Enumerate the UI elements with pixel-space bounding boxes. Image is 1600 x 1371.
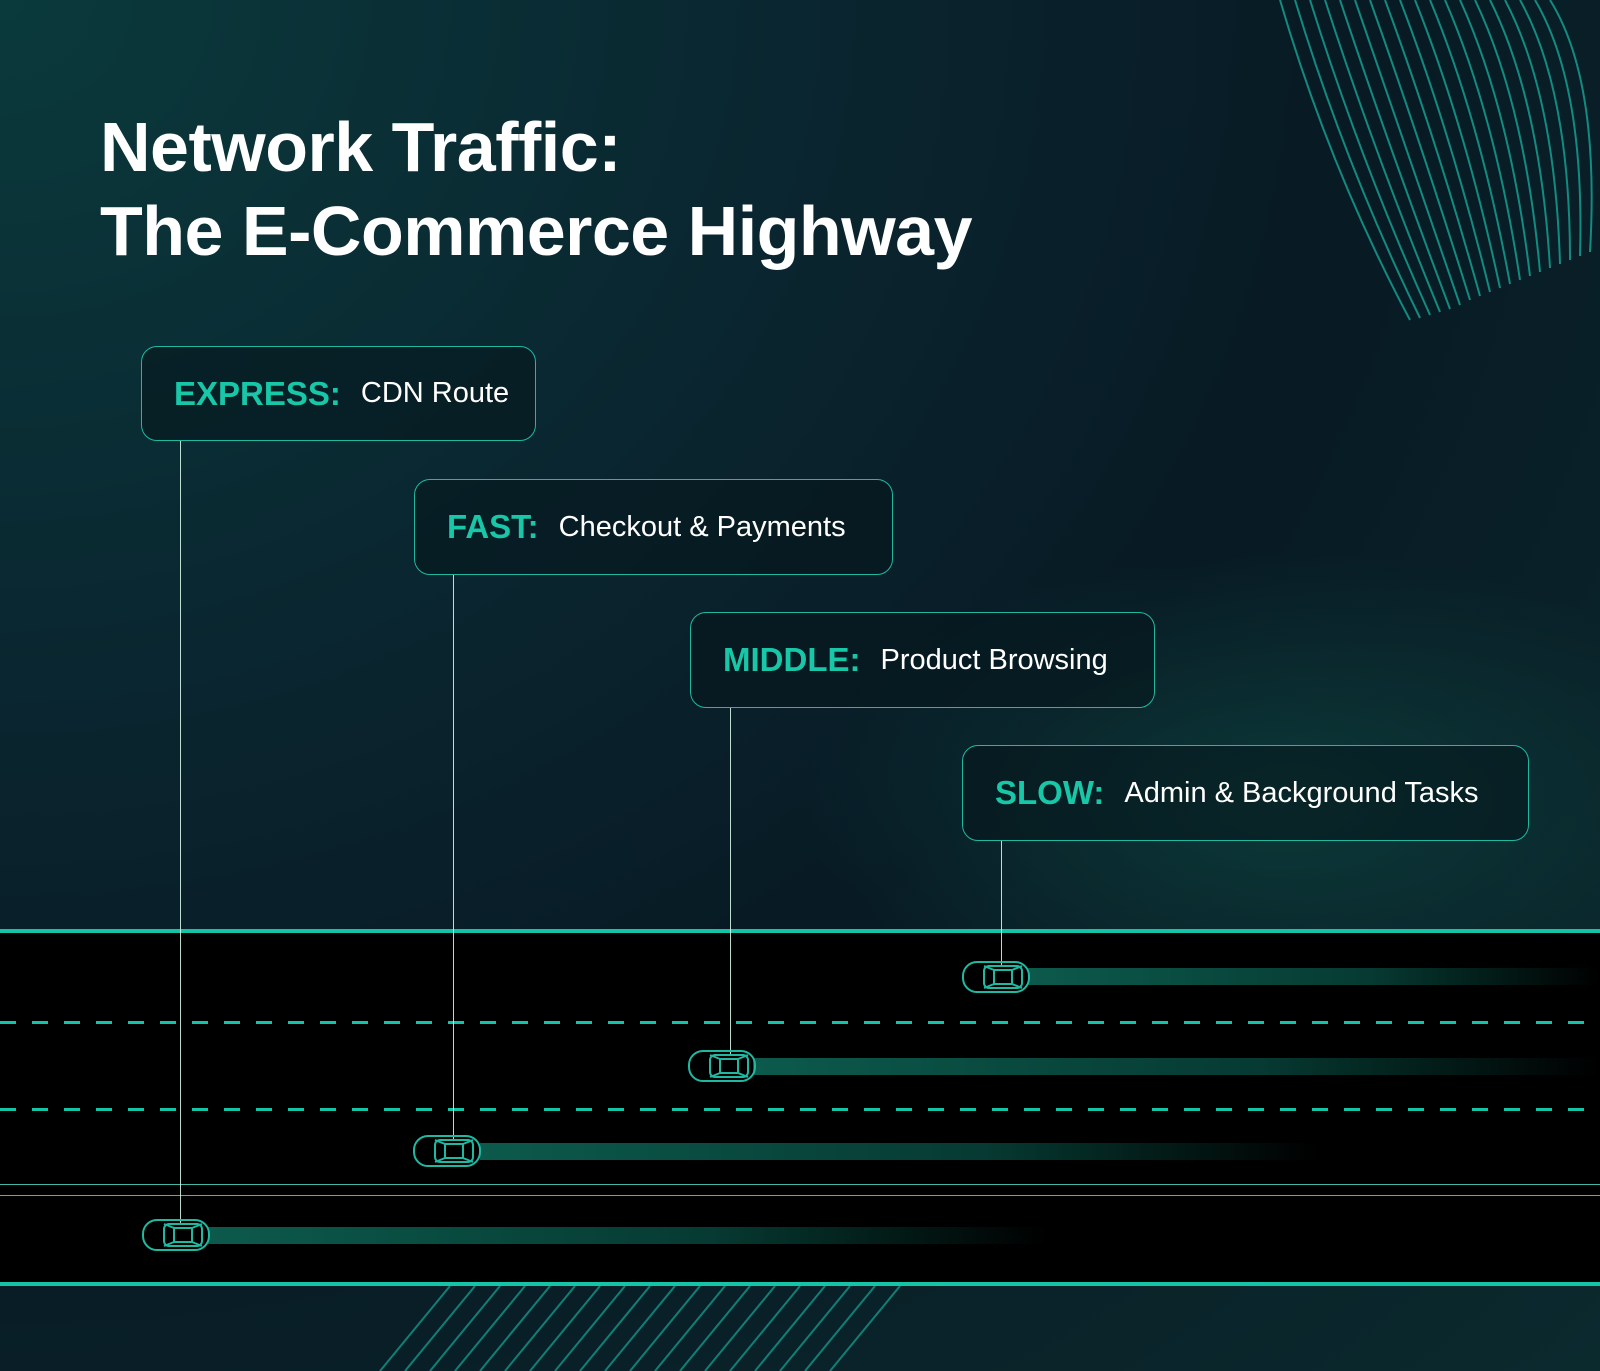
connector-middle <box>730 708 731 1055</box>
title-line-2: The E-Commerce Highway <box>100 192 973 270</box>
lane-desc: Checkout & Payments <box>558 510 846 543</box>
lane-desc: Product Browsing <box>880 643 1108 676</box>
road-edge-top <box>0 929 1600 933</box>
lane-key: SLOW: <box>995 774 1105 811</box>
lane-desc: CDN Route <box>360 377 510 409</box>
car-icon-middle <box>688 1050 756 1082</box>
lane-divider-double-2 <box>0 1195 1600 1196</box>
lane-label-express: EXPRESS: CDN Route <box>141 346 536 441</box>
lane-divider-1 <box>0 1021 1600 1024</box>
lane-label-middle: MIDDLE: Product Browsing <box>690 612 1155 708</box>
trail-fast <box>480 1143 1320 1160</box>
car-icon-fast <box>413 1135 481 1167</box>
lane-label-fast: FAST: Checkout & Payments <box>414 479 893 575</box>
car-icon-express <box>142 1219 210 1251</box>
title-line-1: Network Traffic: <box>100 108 622 186</box>
decorative-stripes-top-right <box>1279 0 1593 321</box>
car-icon-slow <box>962 961 1030 993</box>
connector-fast <box>453 575 454 1140</box>
lane-key: FAST: <box>447 508 539 545</box>
trail-express <box>208 1227 1048 1244</box>
lane-label-slow: SLOW: Admin & Background Tasks <box>962 745 1529 841</box>
connector-express <box>180 441 181 1223</box>
page-title: Network Traffic: The E-Commerce Highway <box>100 105 973 273</box>
trail-slow <box>1028 968 1600 985</box>
lane-key: MIDDLE: <box>723 641 861 678</box>
road-edge-bottom <box>0 1282 1600 1286</box>
lane-desc: Admin & Background Tasks <box>1124 776 1479 809</box>
highway <box>0 931 1600 1284</box>
lane-divider-2 <box>0 1108 1600 1111</box>
lane-key: EXPRESS: <box>174 374 341 412</box>
lane-divider-double-1 <box>0 1184 1600 1185</box>
trail-middle <box>753 1058 1600 1075</box>
decorative-stripes-bottom <box>379 1286 901 1371</box>
connector-slow <box>1001 841 1002 966</box>
